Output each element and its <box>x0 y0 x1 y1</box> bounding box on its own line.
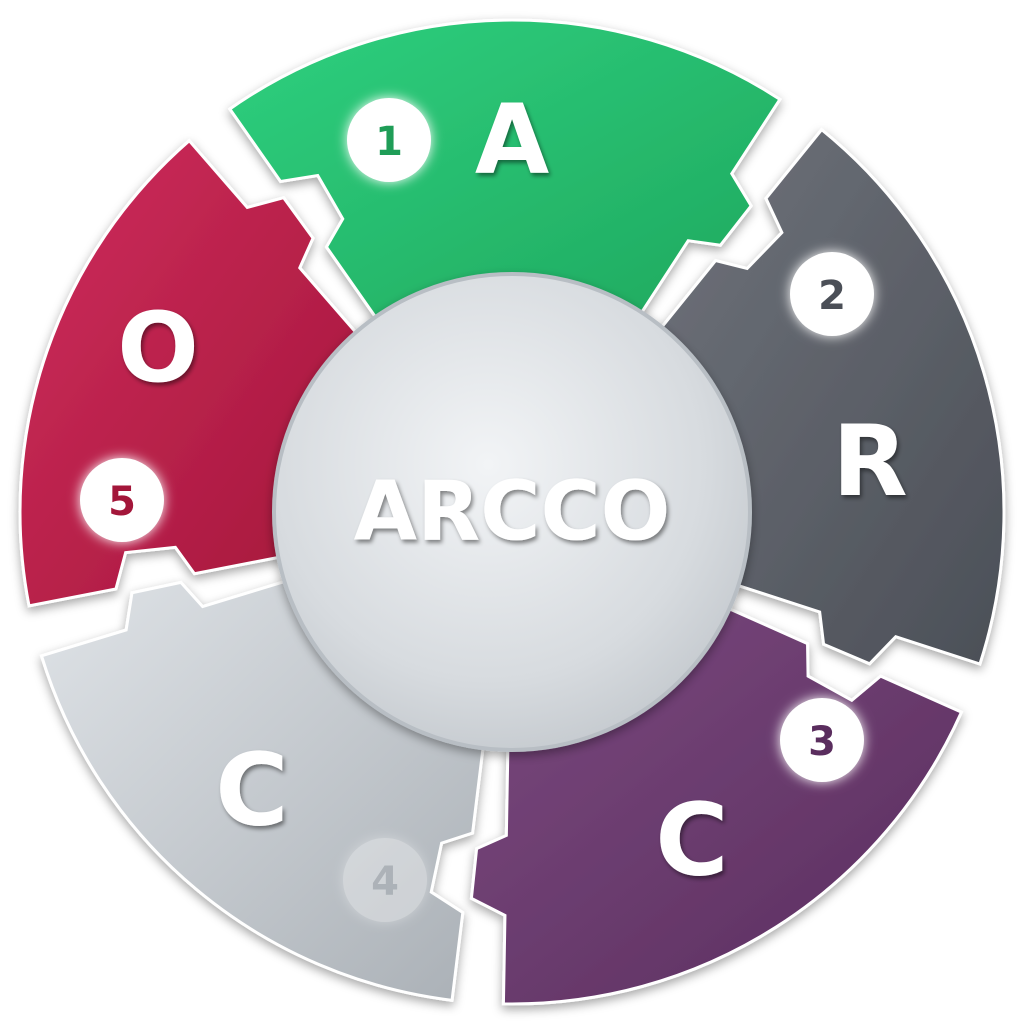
segment-2-letter: R <box>832 405 907 519</box>
segment-3-number-badge: 3 <box>780 698 864 782</box>
segment-5-number-badge: 5 <box>80 458 164 542</box>
segment-5-number: 5 <box>108 479 136 525</box>
segment-2-badge-circle <box>790 252 874 336</box>
segment-4-number: 4 <box>371 859 399 905</box>
segment-5-letter: O <box>117 292 199 404</box>
segment-3-letter: C <box>655 782 728 899</box>
segment-1-letter: A <box>475 84 549 196</box>
segment-1-number-badge: 1 <box>347 98 431 182</box>
segment-5-badge-circle <box>80 458 164 542</box>
segment-3-number: 3 <box>808 719 836 765</box>
center-hub-disc <box>272 272 752 752</box>
segment-3-badge-circle <box>780 698 864 782</box>
segment-4-badge-circle <box>343 838 427 922</box>
segment-1-number: 1 <box>375 119 403 165</box>
segment-1-badge-circle <box>347 98 431 182</box>
center-label: ARCCO <box>354 465 671 560</box>
center-hub <box>272 272 752 752</box>
segment-2-number-badge: 2 <box>790 252 874 336</box>
segment-4-letter: C <box>215 732 288 849</box>
segment-2-number: 2 <box>818 273 846 319</box>
segment-4-number-badge: 4 <box>343 838 427 922</box>
